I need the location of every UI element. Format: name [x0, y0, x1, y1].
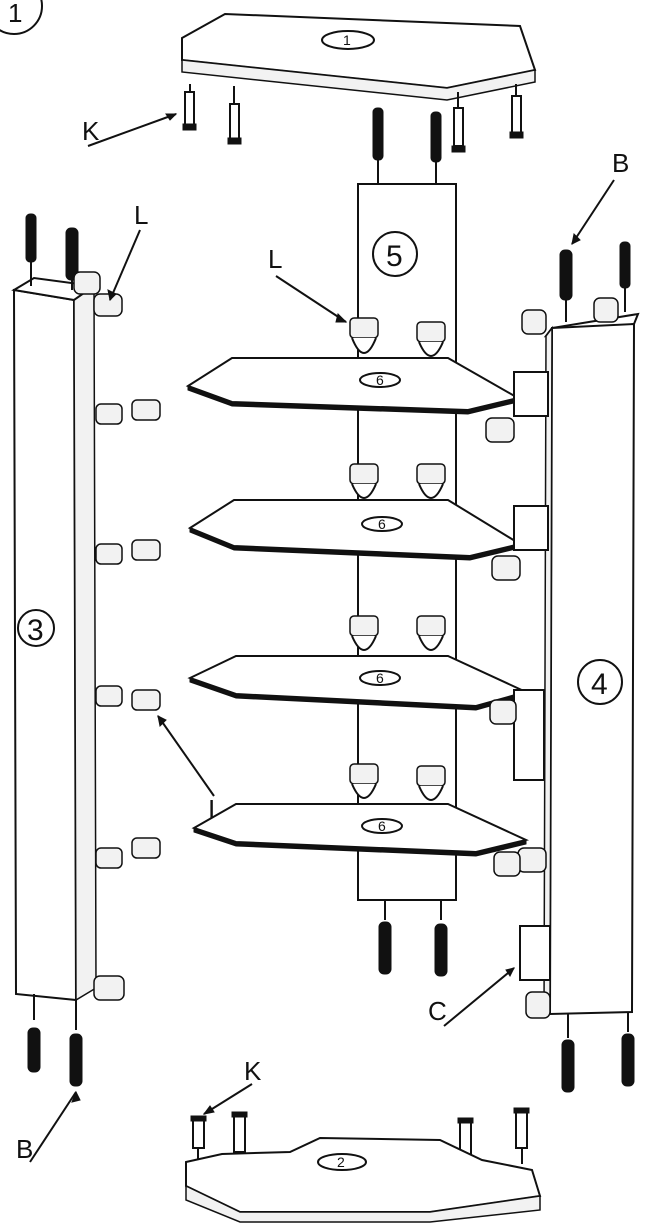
cam-lock-icon	[349, 763, 379, 799]
left-side-hardware	[73, 271, 161, 1001]
cam-lock-icon	[95, 685, 161, 711]
left-side-number: 3	[27, 614, 44, 647]
left-side-number-circle	[17, 609, 55, 647]
back-panel-number: 5	[386, 240, 403, 273]
callout-b-bottom-left-label: B	[16, 1134, 33, 1164]
cam-lock-icon	[525, 991, 551, 1019]
right-side-panel: 4	[543, 312, 640, 1018]
callout-b-bottom-left: B	[16, 1090, 81, 1164]
cam-lock-icon	[349, 317, 379, 354]
cam-lock-icon	[416, 615, 446, 651]
callout-c-right: C	[428, 967, 515, 1027]
bracket-icon	[489, 689, 545, 781]
callout-i-left: I	[157, 715, 215, 824]
cam-lock-icon	[521, 297, 619, 335]
dowels-right-top	[559, 241, 631, 322]
back-panel-connectors	[349, 317, 446, 801]
cam-lock-icon	[95, 837, 161, 869]
bracket-icon	[493, 847, 547, 877]
dowels-back-bottom	[378, 900, 448, 977]
cam-lock-icon	[349, 615, 379, 651]
bolt-icon	[231, 1111, 248, 1153]
bolts-bottom	[190, 1107, 530, 1176]
shelf-2: 6	[187, 499, 523, 561]
bolt-icon	[227, 103, 242, 145]
top-panel: 1	[181, 12, 537, 101]
callout-l-center: L	[268, 244, 348, 323]
cam-lock-icon	[416, 765, 446, 801]
cam-lock-icon	[73, 271, 101, 295]
shelf-1: 6	[185, 357, 521, 415]
cam-lock-icon	[349, 463, 379, 499]
shelf-3-number: 6	[376, 670, 384, 686]
cam-lock-icon	[416, 321, 446, 357]
shelf-1-number: 6	[376, 372, 384, 388]
shelf-4-number: 6	[378, 818, 386, 834]
right-side-hardware	[485, 297, 619, 1019]
left-side-panel: 3	[11, 276, 97, 1002]
bolt-icon	[182, 91, 197, 131]
callout-k-bottom-label: K	[244, 1056, 262, 1086]
bottom-panel-number: 2	[337, 1154, 345, 1170]
shelf-2-number: 6	[378, 516, 386, 532]
cam-lock-icon	[93, 293, 123, 317]
callout-l-left-label: L	[134, 200, 148, 230]
step-number-badge: 1	[0, 0, 43, 35]
top-panel-number: 1	[343, 32, 351, 48]
callout-i-left-label: I	[208, 794, 215, 824]
callout-k-top: K	[82, 113, 178, 147]
bolt-icon	[513, 1107, 530, 1149]
right-side-number: 4	[591, 668, 608, 701]
dowels-right-bottom	[561, 1012, 635, 1093]
callout-c-right-label: C	[428, 996, 447, 1026]
shelf-3: 6	[187, 655, 529, 711]
callout-l-center-label: L	[268, 244, 282, 274]
bottom-panel-number-circle	[317, 1153, 367, 1171]
right-side-number-circle	[577, 659, 623, 705]
dowels-back-top	[372, 107, 442, 186]
bracket-icon	[519, 925, 551, 981]
dowels-left-bottom	[27, 994, 83, 1087]
cam-lock-icon	[95, 539, 161, 565]
cam-lock-icon	[416, 463, 446, 499]
bracket-icon	[485, 371, 549, 443]
top-panel-number-circle	[321, 30, 375, 50]
bottom-panel: 2	[185, 1136, 542, 1223]
dowels-left-top	[25, 213, 79, 290]
callout-l-left: L	[107, 200, 148, 302]
callout-k-top-label: K	[82, 116, 100, 146]
bolt-icon	[509, 95, 524, 139]
cam-lock-icon	[95, 399, 161, 425]
callout-b-top-right: B	[571, 148, 629, 245]
callout-b-top-right-label: B	[612, 148, 629, 178]
bolt-icon	[190, 1115, 207, 1149]
bracket-icon	[491, 505, 549, 581]
cam-lock-icon	[93, 975, 125, 1001]
shelf-4: 6	[191, 803, 530, 857]
step-number: 1	[8, 0, 22, 28]
back-panel-number-circle	[372, 231, 418, 277]
bolt-icon	[451, 107, 466, 153]
bolts-top	[182, 84, 524, 153]
callout-k-bottom: K	[202, 1056, 262, 1115]
